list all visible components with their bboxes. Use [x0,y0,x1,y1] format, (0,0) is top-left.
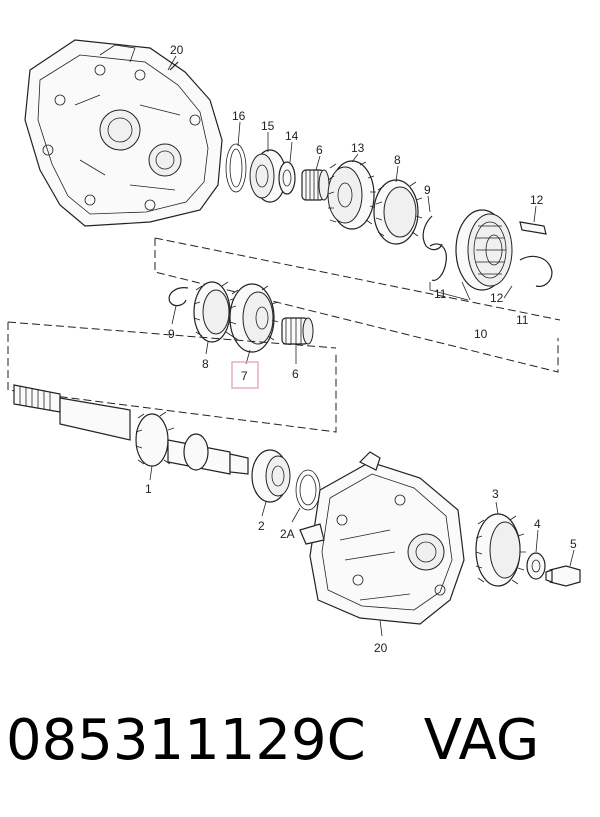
part-10-synchro-hub [455,209,513,291]
gearbox-housing-lower [299,451,465,625]
exploded-parts-diagram: 20 16 15 14 6 13 8 9 12 11 12 11 10 9 8 … [7,39,581,655]
callout-6-mid: 6 [292,367,299,381]
callout-1: 1 [145,482,152,496]
callout-9-mid: 9 [168,327,175,341]
part-11-springs [429,243,553,287]
part-12-key [519,221,547,235]
part-9-circlip-mid [168,287,189,307]
assembly-outline-upper [154,237,561,373]
callout-2: 2 [258,519,265,533]
callout-10: 10 [474,327,488,341]
callout-11-right: 11 [516,313,529,327]
part-1-main-shaft [13,384,249,475]
part-9-circlip-upper [422,215,443,251]
callout-15: 15 [261,119,275,133]
gearbox-housing-upper [24,39,223,227]
part-8-synchro-ring-mid [193,281,237,343]
callout-6-upper: 6 [316,143,323,157]
callout-12-lower: 12 [490,291,504,305]
part-15-bearing [249,149,287,203]
part-7-gear-highlighted [229,283,279,353]
callout-labels: 20 16 15 14 6 13 8 9 12 11 12 11 10 9 8 … [145,43,577,655]
callout-8-mid: 8 [202,357,209,371]
part-5-bolt [545,565,581,587]
part-8-synchro-ring-upper [373,179,423,245]
callout-16: 16 [232,109,246,123]
part-14-washer [278,161,296,195]
callout-20-upper: 20 [170,43,184,57]
callout-20-lower: 20 [374,641,388,655]
callout-4: 4 [534,517,541,531]
part-13-gear [327,160,377,230]
part-2-bearing [251,449,291,503]
callout-11-left: 11 [434,287,447,301]
callout-3: 3 [492,487,499,501]
part-number: 085311129C [6,708,366,773]
part-3-gear [475,513,526,587]
highlight-box-part-7 [231,361,259,389]
part-caption: 085311129C VAG [6,708,596,798]
callout-2a: 2A [280,527,295,541]
part-6-needle-bearing-upper [301,169,330,201]
part-6-needle-bearing-mid [281,317,314,345]
assembly-outline-middle [7,321,337,433]
part-16-circlip [225,143,247,193]
part-2a-washer [295,469,321,511]
callout-14: 14 [285,129,299,143]
callout-13: 13 [351,141,365,155]
callout-7: 7 [241,369,248,383]
callout-12-upper: 12 [530,193,544,207]
brand-name: VAG [423,708,540,773]
callout-5: 5 [570,537,577,551]
callout-9-upper: 9 [424,183,431,197]
part-4-washer [526,552,546,580]
leader-lines [149,55,575,637]
callout-8-upper: 8 [394,153,401,167]
